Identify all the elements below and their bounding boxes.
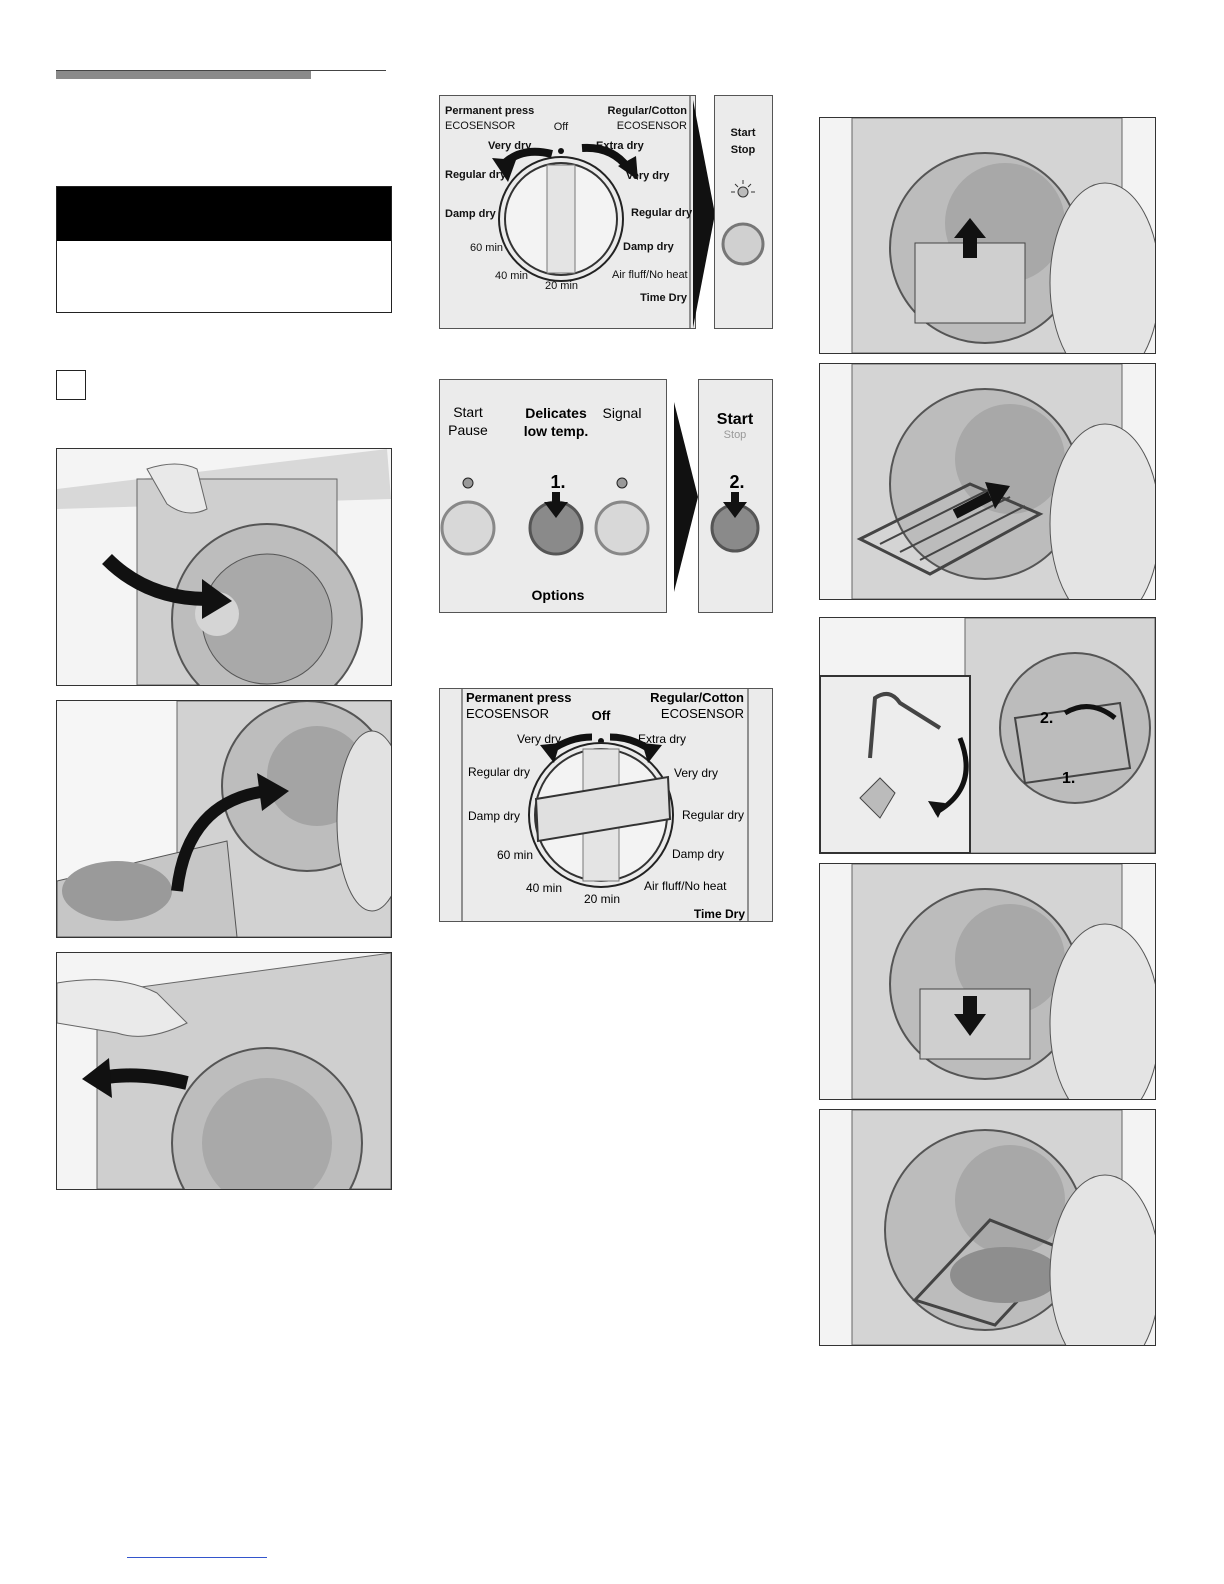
dial1-air-fluff: Air fluff/No heat [612, 269, 688, 281]
dial1-right-sensor: ECOSENSOR [617, 120, 687, 132]
options-led-left [462, 477, 474, 489]
dial2-right-extra-dry: Extra dry [638, 732, 686, 746]
dial2-right-damp-dry: Damp dry [672, 847, 724, 861]
lower-arrow-icon [954, 996, 986, 1036]
header-rule [56, 70, 386, 71]
illustration-open-door [56, 448, 392, 686]
options-panel: Start Pause Delicates low temp. Signal 1… [439, 379, 667, 613]
dial2-time-dry: Time Dry [694, 907, 745, 921]
dial1-left-regular-dry: Regular dry [445, 169, 507, 181]
warning-body [57, 241, 391, 257]
start2-press-arrow-icon [723, 492, 747, 518]
options-start-label: Start [453, 404, 483, 420]
dial1-right-damp-dry: Damp dry [623, 241, 675, 253]
dial2-right-regular-dry: Regular dry [682, 808, 744, 822]
start1-start-label: Start [730, 127, 755, 139]
illustration-lower-filter [819, 863, 1156, 1100]
start-panel-top: Start Stop [714, 95, 773, 329]
dial2-60min: 60 min [497, 848, 533, 862]
rack-rotate-arrow-icon [1063, 704, 1117, 720]
illustration-insert-rack [819, 363, 1156, 600]
warning-box [56, 186, 392, 313]
start2-stop-label: Stop [724, 429, 747, 441]
dial1-right-program: Regular/Cotton [608, 105, 688, 117]
options-label: Options [532, 587, 585, 603]
dial2-left-program: Permanent press [466, 690, 572, 705]
header-accent-bar [56, 71, 311, 79]
options-led-right [616, 477, 628, 489]
dial1-60min: 60 min [470, 242, 503, 254]
panel-arrow-1-icon [693, 100, 715, 328]
dial1-left-sensor: ECOSENSOR [445, 120, 515, 132]
footer-link-underline[interactable] [127, 1557, 267, 1558]
dial1-left-very-dry: Very dry [488, 140, 532, 152]
dial1-right-regular-dry: Regular dry [631, 207, 693, 219]
panel-arrow-2-icon [674, 402, 698, 592]
dial1-20min: 20 min [545, 280, 578, 292]
dial2-20min: 20 min [584, 892, 620, 906]
rack-step-2: 2. [1040, 710, 1053, 727]
illustration-lift-filter [819, 117, 1156, 354]
dial2-right-program: Regular/Cotton [650, 690, 744, 705]
options-press-arrow-icon [544, 492, 568, 518]
dial1-time-dry: Time Dry [640, 292, 688, 304]
options-step-1: 1. [550, 472, 565, 492]
dial1-40min: 40 min [495, 270, 528, 282]
dial-panel-top: Permanent press ECOSENSOR Regular/Cotton… [439, 95, 696, 329]
illustration-close-door [56, 952, 392, 1190]
dial2-left-damp-dry: Damp dry [468, 809, 520, 823]
options-signal-label: Signal [603, 405, 642, 421]
dial2-right-very-dry: Very dry [674, 766, 718, 780]
illustration-rack-with-shoes [819, 1109, 1156, 1346]
dial2-knob[interactable] [528, 742, 674, 888]
dial-panel-bottom: Permanent press ECOSENSOR Regular/Cotton… [439, 688, 773, 922]
dial1-left-program: Permanent press [445, 105, 534, 117]
illustration-load-laundry [56, 700, 392, 938]
lift-arrow-icon [954, 218, 986, 258]
dial1-off: Off [554, 121, 569, 133]
dial2-left-very-dry: Very dry [517, 732, 561, 746]
illustration-rack-mount: 2. 1. [819, 617, 1156, 854]
options-signal-button[interactable] [594, 500, 650, 556]
options-low-temp-label: low temp. [524, 423, 589, 439]
dial2-40min: 40 min [526, 881, 562, 895]
step-marker [56, 370, 86, 400]
dial1-left-damp-dry: Damp dry [445, 208, 497, 220]
dial1-knob[interactable] [498, 156, 624, 282]
start2-start-label: Start [717, 411, 754, 428]
dial2-left-sensor: ECOSENSOR [466, 706, 549, 721]
start1-indicator-light-icon [731, 180, 755, 198]
dial2-off: Off [592, 708, 611, 723]
dial2-air-fluff: Air fluff/No heat [644, 879, 727, 893]
start1-button[interactable] [721, 222, 765, 266]
options-pause-label: Pause [448, 422, 488, 438]
start2-step-2: 2. [729, 472, 744, 492]
start1-stop-label: Stop [731, 144, 756, 156]
warning-heading-bar [57, 187, 391, 241]
rack-step-1: 1. [1062, 770, 1075, 787]
options-start-pause-button[interactable] [440, 500, 496, 556]
dial2-right-sensor: ECOSENSOR [661, 706, 744, 721]
options-delicates-label: Delicates [525, 405, 587, 421]
dial2-left-regular-dry: Regular dry [468, 765, 530, 779]
start-panel-mid: Start Stop 2. [698, 379, 773, 613]
push-rack-arrow-icon [952, 482, 1010, 519]
